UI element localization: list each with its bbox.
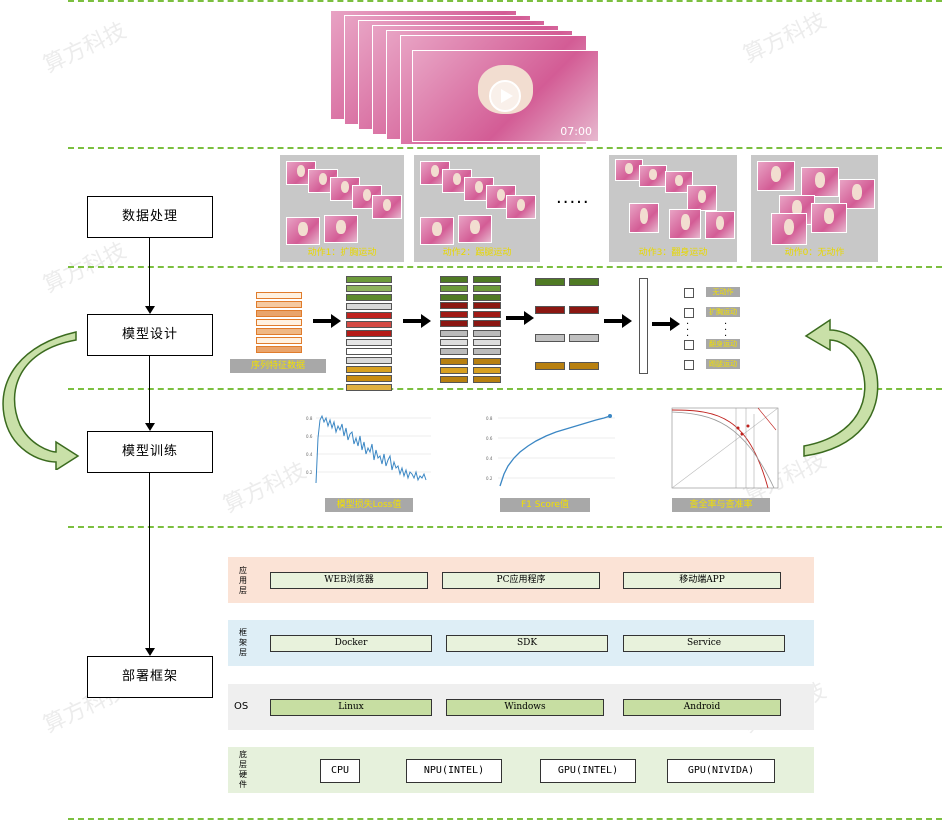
svg-text:0.8: 0.8 — [306, 416, 313, 421]
ellipsis: ····· — [556, 192, 590, 213]
watermark: 算方科技 — [739, 8, 831, 69]
section-divider — [68, 147, 942, 149]
action-label: 动作1：扩胸运动 — [307, 248, 377, 258]
arrow-right-icon — [652, 317, 680, 331]
os-windows: Windows — [446, 699, 604, 716]
input-label: 序列特征数据 — [230, 359, 326, 373]
app-pc-program: PC应用程序 — [442, 572, 600, 589]
flow-connector — [149, 473, 150, 648]
output-label: 翻身运动 — [706, 339, 740, 349]
f1-chart: 0.8 0.6 0.4 0.2 — [486, 414, 615, 487]
band-label: 应用层 — [239, 566, 247, 595]
output-label: 踢腿运动 — [706, 359, 740, 369]
dense-layer — [639, 278, 648, 374]
input-sequence-stack — [256, 292, 302, 355]
layer-grid-3 — [535, 276, 599, 376]
band-label: 底层硬件 — [239, 750, 247, 789]
flow-arrow-icon — [145, 423, 155, 431]
svg-text:0.2: 0.2 — [486, 476, 493, 481]
section-divider — [68, 266, 942, 268]
action-label: 动作0：无动作 — [784, 248, 845, 258]
action-label: 动作3：翻身运动 — [638, 248, 708, 258]
video-stack: 07:00 — [330, 10, 600, 145]
svg-text:0.6: 0.6 — [306, 434, 313, 439]
framework-sdk: SDK — [446, 635, 608, 652]
video-timestamp: 07:00 — [560, 125, 592, 138]
band-label: 框架层 — [239, 628, 247, 657]
output-nodes: ··· ··· 无动作 扩胸运动 翻身运动 踢腿运动 — [684, 286, 754, 376]
app-mobile: 移动端APP — [623, 572, 781, 589]
section-divider — [68, 818, 942, 820]
flow-connector — [149, 238, 150, 306]
action-thumbnail: 动作3：翻身运动 — [609, 155, 737, 262]
precision-recall-chart — [671, 407, 779, 489]
output-label: 扩胸运动 — [706, 307, 740, 317]
loss-caption: 模型损失Loss值 — [325, 498, 413, 512]
hw-npu-intel: NPU(INTEL) — [406, 759, 502, 783]
flow-step-data-processing: 数据处理 — [87, 196, 213, 238]
arrow-right-icon — [506, 311, 534, 325]
loss-chart: 0.8 0.6 0.4 0.2 — [306, 414, 431, 484]
output-label: 无动作 — [706, 287, 740, 297]
framework-service: Service — [623, 635, 785, 652]
f1-caption: F1 Score值 — [500, 498, 590, 512]
arrow-right-icon — [403, 314, 431, 328]
flow-step-model-training: 模型训练 — [87, 431, 213, 473]
flow-connector — [149, 356, 150, 423]
svg-text:0.4: 0.4 — [306, 452, 313, 457]
section-divider — [68, 388, 942, 390]
app-web-browser: WEB浏览器 — [270, 572, 428, 589]
loop-arrow-left-icon — [2, 331, 80, 470]
action-thumbnail: 动作0：无动作 — [751, 155, 878, 262]
watermark: 算方科技 — [39, 18, 131, 79]
action-label: 动作2：踢腿运动 — [442, 248, 512, 258]
svg-text:0.2: 0.2 — [306, 470, 313, 475]
flow-step-deploy-framework: 部署框架 — [87, 656, 213, 698]
section-divider — [68, 526, 942, 528]
pr-caption: 查全率与查准率 — [672, 498, 770, 512]
flow-step-model-design: 模型设计 — [87, 314, 213, 356]
action-thumbnail: 动作2：踢腿运动 — [414, 155, 540, 262]
hw-cpu: CPU — [320, 759, 360, 783]
hw-gpu-intel: GPU(INTEL) — [540, 759, 636, 783]
os-linux: Linux — [270, 699, 432, 716]
layer-stack-1 — [346, 276, 392, 393]
svg-text:0.6: 0.6 — [486, 436, 493, 441]
framework-docker: Docker — [270, 635, 432, 652]
flow-arrow-icon — [145, 648, 155, 656]
loop-arrow-right-icon — [803, 318, 879, 457]
svg-text:0.4: 0.4 — [486, 456, 493, 461]
section-divider — [68, 0, 942, 2]
os-android: Android — [623, 699, 781, 716]
action-thumbnail: 动作1：扩胸运动 — [280, 155, 404, 262]
arrow-right-icon — [604, 314, 632, 328]
band-label: OS — [234, 701, 249, 712]
flow-arrow-icon — [145, 306, 155, 314]
play-icon[interactable] — [488, 79, 522, 113]
svg-text:0.8: 0.8 — [486, 416, 493, 421]
hw-gpu-nvidia: GPU(NIVIDA) — [667, 759, 775, 783]
arrow-right-icon — [313, 314, 341, 328]
layer-grid-2 — [440, 276, 502, 384]
video-frame-front[interactable]: 07:00 — [412, 50, 599, 142]
